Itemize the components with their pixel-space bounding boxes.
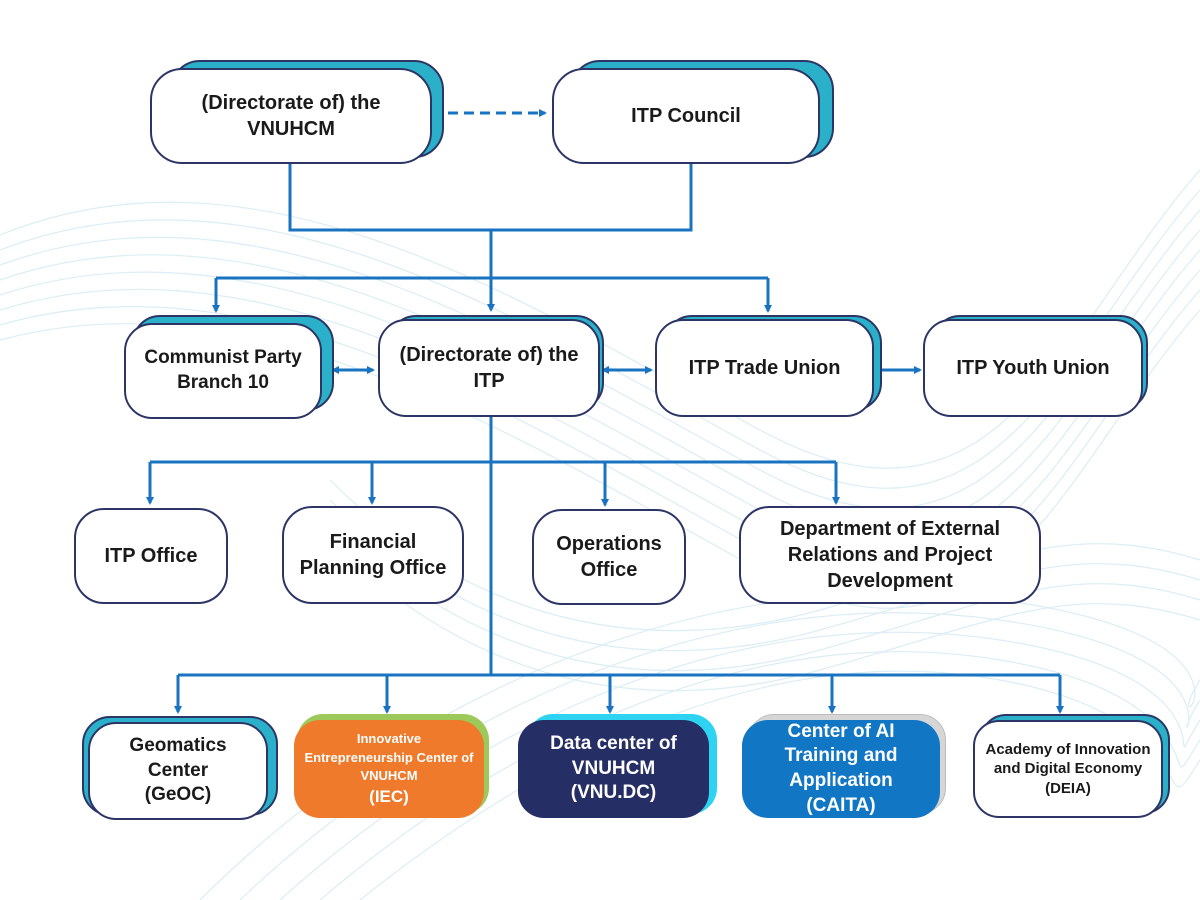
node-caita-name: Center of AI Training and Application bbox=[784, 720, 898, 791]
node-data-center[interactable]: Data center of VNUHCM (VNU.DC) bbox=[518, 720, 709, 818]
node-external-relations-label: Department of External Relations and Pro… bbox=[779, 518, 1001, 592]
node-geomatics-center[interactable]: Geomatics Center (GeOC) bbox=[88, 722, 268, 820]
node-financial-planning-label: Financial Planning Office bbox=[299, 531, 447, 579]
node-deia[interactable]: Academy of Innovation and Digital Econom… bbox=[973, 720, 1163, 818]
node-iec[interactable]: Innovative Entrepreneurship Center of VN… bbox=[294, 720, 484, 818]
node-caita[interactable]: Center of AI Training and Application (C… bbox=[742, 720, 940, 818]
node-financial-planning[interactable]: Financial Planning Office bbox=[282, 506, 464, 604]
node-external-relations[interactable]: Department of External Relations and Pro… bbox=[739, 506, 1041, 604]
node-geomatics-center-name: Geomatics Center bbox=[129, 734, 227, 781]
node-data-center-name: Data center of VNUHCM bbox=[550, 732, 677, 779]
node-itp-office[interactable]: ITP Office bbox=[74, 508, 228, 604]
node-itp-council-label: ITP Council bbox=[631, 105, 741, 127]
node-trade-union-label: ITP Trade Union bbox=[688, 357, 841, 379]
node-trade-union[interactable]: ITP Trade Union bbox=[655, 319, 874, 417]
node-caita-abbr: (CAITA) bbox=[806, 794, 876, 816]
node-itp-directorate-label: (Directorate of) the ITP bbox=[399, 344, 579, 392]
node-iec-name: Innovative Entrepreneurship Center of VN… bbox=[304, 730, 474, 784]
connector-top-bracket bbox=[288, 163, 693, 232]
node-vnuhcm-label: (Directorate of) the VNUHCM bbox=[201, 92, 381, 140]
node-youth-union-label: ITP Youth Union bbox=[956, 357, 1110, 379]
node-itp-office-label: ITP Office bbox=[104, 545, 198, 567]
node-communist-party[interactable]: Communist Party Branch 10 bbox=[124, 323, 322, 419]
node-operations-office-label: Operations Office bbox=[556, 533, 662, 581]
node-iec-abbr: (IEC) bbox=[369, 787, 409, 807]
node-communist-party-label: Communist Party Branch 10 bbox=[144, 347, 302, 393]
node-vnuhcm-directorate[interactable]: (Directorate of) the VNUHCM bbox=[150, 68, 432, 164]
node-itp-council[interactable]: ITP Council bbox=[552, 68, 820, 164]
node-operations-office[interactable]: Operations Office bbox=[532, 509, 686, 605]
node-deia-abbr: (DEIA) bbox=[1045, 779, 1091, 797]
node-itp-directorate[interactable]: (Directorate of) the ITP bbox=[378, 319, 600, 417]
node-data-center-abbr: (VNU.DC) bbox=[570, 782, 657, 804]
node-geomatics-center-abbr: (GeOC) bbox=[144, 784, 212, 806]
node-deia-name: Academy of Innovation and Digital Econom… bbox=[985, 740, 1151, 778]
node-youth-union[interactable]: ITP Youth Union bbox=[923, 319, 1143, 417]
